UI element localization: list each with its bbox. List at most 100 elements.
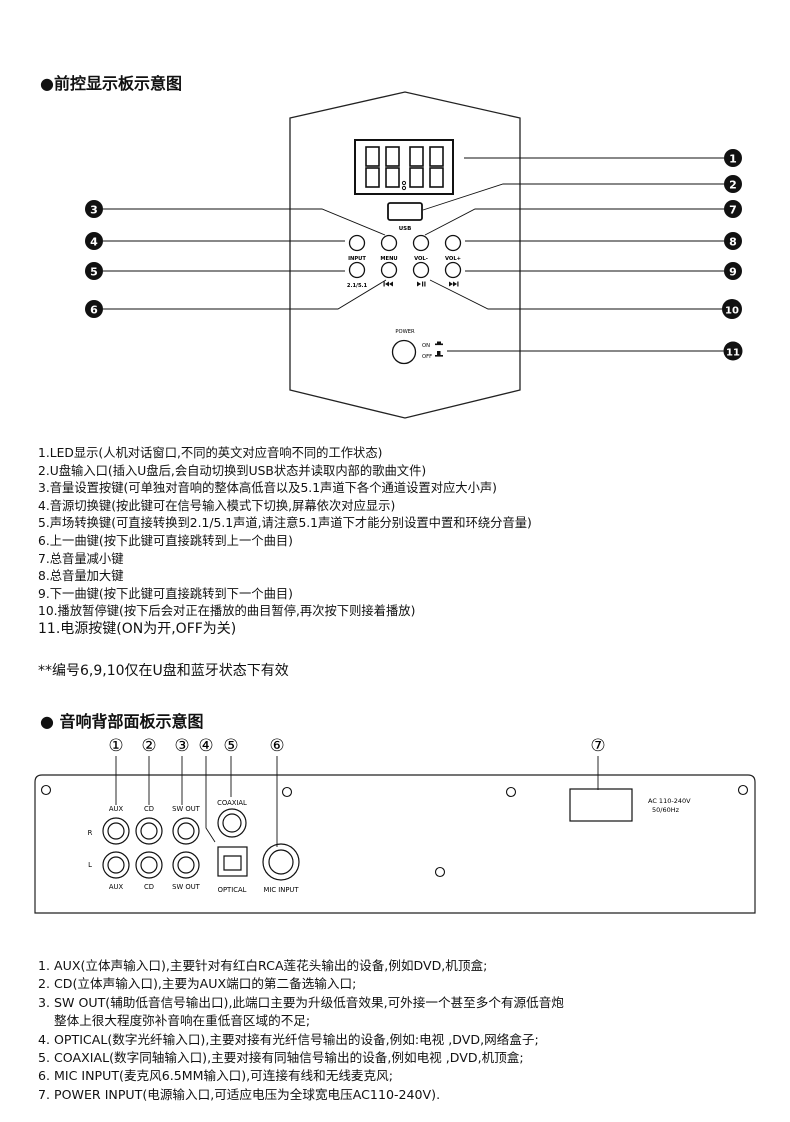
menu-button[interactable] (380, 234, 398, 252)
front-description-8: 8.总音量加大键 (38, 569, 124, 584)
front-description-10: 10.播放暂停键(按下后会对正在播放的曲目暂停,再次按下则接着播放) (38, 604, 416, 619)
rear-callout-4: ④ (198, 736, 213, 756)
callout-1: 1 (724, 149, 742, 167)
screw-hole (281, 786, 293, 798)
coaxial-jack[interactable] (217, 808, 247, 838)
ac-voltage-label: AC 110-240V (648, 797, 691, 805)
svg-text:8: 8 (729, 236, 737, 249)
vol-up-button[interactable] (444, 234, 462, 252)
aux-label-bottom: AUX (109, 883, 124, 891)
rear-panel-diagram: ① ② ③ ④ ⑤ ⑥ ⑦ AUX CD SW OUT COAXIAL AUX … (34, 736, 756, 914)
svg-text:11: 11 (726, 348, 740, 359)
callout-5: 5 (85, 262, 103, 280)
mode-button[interactable] (348, 261, 366, 279)
power-label: POWER (395, 329, 415, 335)
aux-left-jack[interactable] (102, 851, 130, 879)
rear-callout-2: ② (141, 736, 156, 756)
rear-leader-lines (115, 756, 599, 847)
svg-text:5: 5 (90, 266, 98, 279)
screw-hole (737, 784, 749, 796)
rear-description-2: 2. CD(立体声输入口),主要为AUX端口的第二备选输入口; (38, 976, 357, 992)
play-pause-button[interactable] (412, 261, 430, 279)
rear-descriptions: 1. AUX(立体声输入口),主要针对有红白RCA莲花头输出的设备,例如DVD,… (38, 957, 564, 1104)
rear-description-1: 1. AUX(立体声输入口),主要针对有红白RCA莲花头输出的设备,例如DVD,… (38, 958, 488, 973)
power-on-icon (435, 341, 443, 346)
power-off-icon (435, 351, 443, 357)
rear-description-3: 3. SW OUT(辅助低音信号输出口),此端口主要为升级低音效果,可外接一个甚… (38, 994, 564, 1010)
mic-input-jack[interactable] (262, 843, 300, 881)
sw-out-left-jack[interactable] (172, 851, 200, 879)
rear-callout-1: ① (108, 736, 123, 756)
coaxial-label: COAXIAL (217, 799, 247, 807)
sw-out-label-bottom: SW OUT (172, 883, 201, 891)
vol-down-label: VOL- (414, 256, 428, 262)
callout-8: 8 (724, 232, 742, 250)
leader-lines (103, 157, 724, 352)
rear-callout-7: ⑦ (590, 736, 605, 756)
svg-text:9: 9 (729, 266, 737, 279)
screw-hole (434, 866, 446, 878)
cd-label-bottom: CD (144, 883, 154, 891)
front-panel-outline (289, 91, 521, 419)
rear-panel-heading: ● 音响背部面板示意图 (40, 712, 204, 731)
rear-callout-3: ③ (174, 736, 189, 756)
left-channel-label: L (88, 861, 92, 869)
power-on-label: ON (422, 343, 430, 349)
usb-port[interactable] (387, 202, 423, 221)
cd-left-jack[interactable] (135, 851, 163, 879)
front-description-1: 1.LED显示(人机对话窗口,不同的英文对应音响不同的工作状态) (38, 446, 383, 460)
callout-9: 9 (724, 262, 742, 280)
callout-2: 2 (724, 175, 742, 193)
front-panel-diagram: USB INPUT MENU VOL- VOL+ 2.1/5.1 POWER O… (85, 91, 743, 419)
callout-11: 11 (723, 341, 743, 361)
front-description-7: 7.总音量减小键 (38, 551, 124, 566)
input-label: INPUT (348, 256, 366, 262)
aux-right-jack[interactable] (102, 817, 130, 845)
optical-label: OPTICAL (218, 886, 247, 894)
front-description-9: 9.下一曲键(按下此键可直接跳转到下一个曲目) (38, 586, 293, 601)
power-input-socket[interactable] (569, 788, 633, 822)
optical-port[interactable] (217, 846, 248, 877)
sw-out-right-jack[interactable] (172, 817, 200, 845)
rear-callout-6: ⑥ (269, 736, 284, 756)
cd-right-jack[interactable] (135, 817, 163, 845)
next-track-button[interactable] (444, 261, 462, 279)
led-display (354, 139, 454, 195)
svg-text:4: 4 (90, 236, 98, 249)
front-description-6: 6.上一曲键(按下此键可直接跳转到上一个曲目) (38, 533, 293, 548)
front-description-4: 4.音源切换键(按此键可在信号输入模式下切换,屏幕依次对应显示) (38, 498, 396, 513)
screw-hole (40, 784, 52, 796)
front-description-3: 3.音量设置按键(可单独对音响的整体高低音以及5.1声道下各个通道设置对应大小声… (38, 481, 497, 496)
rear-callout-5: ⑤ (223, 736, 238, 756)
screw-hole (505, 786, 517, 798)
front-panel-heading-text: 前控显示板示意图 (53, 74, 182, 93)
availability-note: **编号6,9,10仅在U盘和蓝牙状态下有效 (38, 663, 289, 679)
callout-7: 7 (724, 200, 742, 218)
callout-10: 10 (722, 299, 742, 319)
cd-label-top: CD (144, 805, 154, 813)
front-description-2: 2.U盘输入口(插入U盘后,会自动切换到USB状态并读取内部的歌曲文件) (38, 463, 427, 478)
previous-track-button[interactable] (380, 261, 398, 279)
input-button[interactable] (348, 234, 366, 252)
menu-label: MENU (380, 256, 397, 262)
svg-text:2: 2 (729, 179, 737, 192)
power-button[interactable] (391, 339, 417, 365)
rear-description-7: 7. POWER INPUT(电源输入口,可适应电压为全球宽电压AC110-24… (38, 1086, 441, 1102)
sw-out-label-top: SW OUT (172, 805, 201, 813)
front-description-5: 5.声场转换键(可直接转换到2.1/5.1声道,请注意5.1声道下才能分别设置中… (38, 516, 532, 531)
play-pause-icon (417, 281, 426, 287)
vol-up-label: VOL+ (445, 256, 461, 262)
right-channel-label: R (88, 829, 93, 837)
aux-label-top: AUX (109, 805, 124, 813)
svg-text:10: 10 (725, 306, 739, 317)
svg-text:6: 6 (90, 304, 98, 317)
callout-4: 4 (85, 232, 103, 250)
rear-panel-heading-text: 音响背部面板示意图 (59, 712, 204, 731)
front-description-11: 11.电源按键(ON为开,OFF为关) (38, 620, 237, 637)
rear-panel-outline (34, 774, 756, 914)
rear-description-5: 5. COAXIAL(数字同轴输入口),主要对接有同轴信号输出的设备,例如电视 … (38, 1049, 524, 1065)
vol-down-button[interactable] (412, 234, 430, 252)
svg-text:7: 7 (729, 204, 737, 217)
previous-track-icon (383, 281, 393, 287)
callout-3: 3 (85, 200, 103, 218)
